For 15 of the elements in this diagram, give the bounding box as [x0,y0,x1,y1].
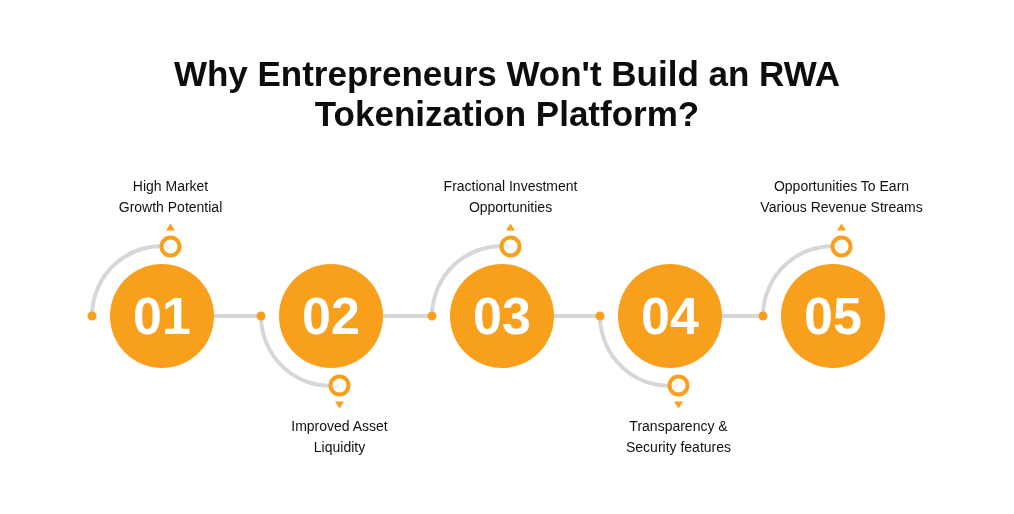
caption-text: Transparency & Security features [625,417,733,458]
step-number: 03 [473,290,531,342]
connector-line [554,311,605,321]
caption-text: Opportunities To Earn Various Revenue Streams [759,176,924,217]
step-number: 05 [804,290,862,342]
title: Why Entrepreneurs Won't Build an RWA Tokenization Platform? [172,54,842,134]
step-number: 01 [133,290,191,342]
connector-line [722,311,768,321]
step-number: 04 [641,290,699,342]
connector-line [383,311,437,321]
connector-line [214,311,266,321]
caption-text: High Market Growth Potential [117,176,224,217]
step-number: 02 [302,290,360,342]
caption-text: Improved Asset Liquidity [290,417,389,458]
caption-text: Fractional Investment Opportunities [442,176,579,217]
